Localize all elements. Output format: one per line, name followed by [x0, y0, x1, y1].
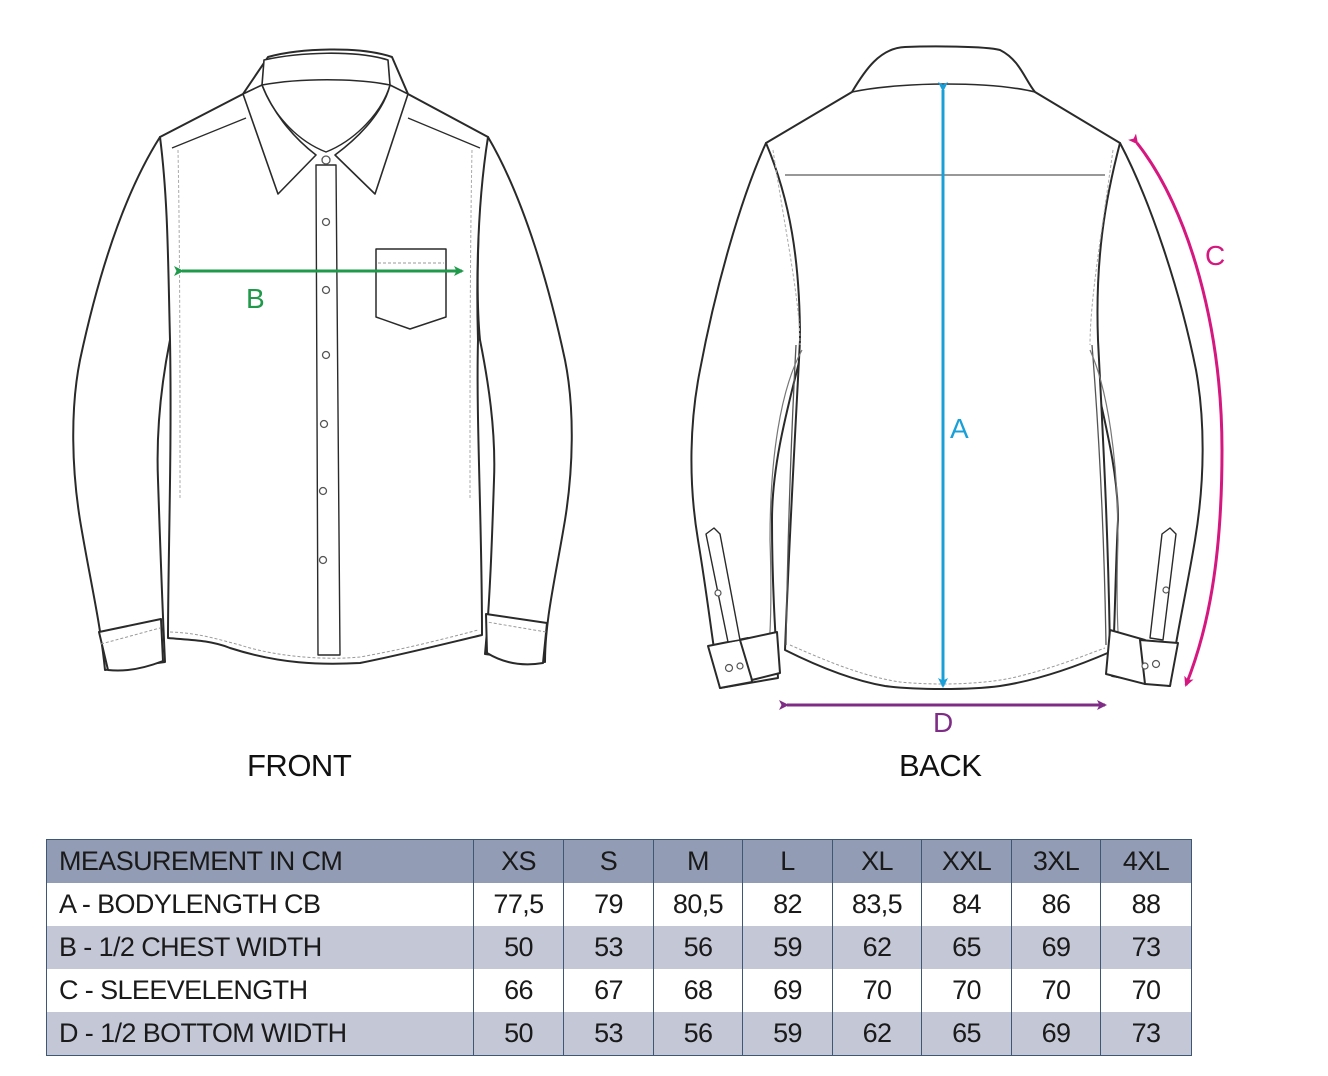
- cell-value: 70: [1011, 969, 1101, 1012]
- measure-arrow-c: [1128, 133, 1224, 687]
- back-view-label: BACK: [899, 748, 982, 783]
- dimension-label-b: B: [246, 283, 265, 314]
- cell-value: 62: [832, 1012, 922, 1056]
- header-size-3xl: 3XL: [1011, 839, 1101, 883]
- row-label: B - 1/2 CHEST WIDTH: [59, 932, 322, 962]
- header-measurement: MEASUREMENT IN CM: [59, 846, 343, 876]
- cell-value: 53: [563, 1012, 654, 1056]
- front-buttons: [318, 155, 331, 565]
- cell-value: 84: [921, 883, 1012, 926]
- row-label: C - SLEEVELENGTH: [59, 975, 308, 1005]
- dimension-label-a: A: [950, 413, 969, 444]
- shirt-diagram: [72, 45, 1224, 710]
- cell-value: 56: [653, 926, 743, 969]
- cell-value: 69: [1011, 1012, 1101, 1056]
- cell-value: 69: [1011, 926, 1101, 969]
- table-row-chest-width: B - 1/2 CHEST WIDTH 50 53 56 59 62 65 69…: [46, 926, 1192, 969]
- cell-value: 82: [742, 883, 833, 926]
- table-header-row: MEASUREMENT IN CM XS S M L XL XXL 3XL 4X…: [46, 839, 1192, 883]
- back-shirt-drawing: [690, 45, 1204, 690]
- cell-value: 67: [563, 969, 654, 1012]
- dimension-label-d: D: [933, 707, 954, 738]
- cell-value: 66: [473, 969, 564, 1012]
- cell-value: 79: [563, 883, 654, 926]
- header-size-xl: XL: [832, 839, 922, 883]
- front-shirt-drawing: [72, 48, 573, 672]
- cell-value: 69: [742, 969, 833, 1012]
- header-size-xs: XS: [473, 839, 564, 883]
- header-size-m: M: [653, 839, 743, 883]
- row-label: D - 1/2 BOTTOM WIDTH: [59, 1018, 347, 1048]
- table-row-bodylength: A - BODYLENGTH CB 77,5 79 80,5 82 83,5 8…: [46, 883, 1192, 926]
- cell-value: 80,5: [653, 883, 743, 926]
- cell-value: 68: [653, 969, 743, 1012]
- cell-value: 70: [1100, 969, 1192, 1012]
- cell-value: 70: [921, 969, 1012, 1012]
- table-row-sleevelength: C - SLEEVELENGTH 66 67 68 69 70 70 70 70: [46, 969, 1192, 1012]
- cell-value: 65: [921, 1012, 1012, 1056]
- cell-value: 59: [742, 1012, 833, 1056]
- cell-value: 86: [1011, 883, 1101, 926]
- cell-value: 77,5: [473, 883, 564, 926]
- front-view-label: FRONT: [247, 748, 352, 783]
- cell-value: 56: [653, 1012, 743, 1056]
- header-size-l: L: [742, 839, 833, 883]
- cell-value: 73: [1100, 926, 1192, 969]
- size-chart-table: MEASUREMENT IN CM XS S M L XL XXL 3XL 4X…: [46, 839, 1192, 1056]
- cell-value: 50: [473, 1012, 564, 1056]
- cell-value: 88: [1100, 883, 1192, 926]
- cell-value: 73: [1100, 1012, 1192, 1056]
- cell-value: 62: [832, 926, 922, 969]
- dimension-label-c: C: [1205, 240, 1226, 271]
- cell-value: 53: [563, 926, 654, 969]
- cell-value: 83,5: [832, 883, 922, 926]
- header-size-xxl: XXL: [921, 839, 1012, 883]
- cell-value: 70: [832, 969, 922, 1012]
- header-size-4xl: 4XL: [1100, 839, 1192, 883]
- row-label: A - BODYLENGTH CB: [59, 889, 321, 919]
- cell-value: 50: [473, 926, 564, 969]
- table-row-bottom-width: D - 1/2 BOTTOM WIDTH 50 53 56 59 62 65 6…: [46, 1012, 1192, 1056]
- header-size-s: S: [563, 839, 654, 883]
- cell-value: 59: [742, 926, 833, 969]
- cell-value: 65: [921, 926, 1012, 969]
